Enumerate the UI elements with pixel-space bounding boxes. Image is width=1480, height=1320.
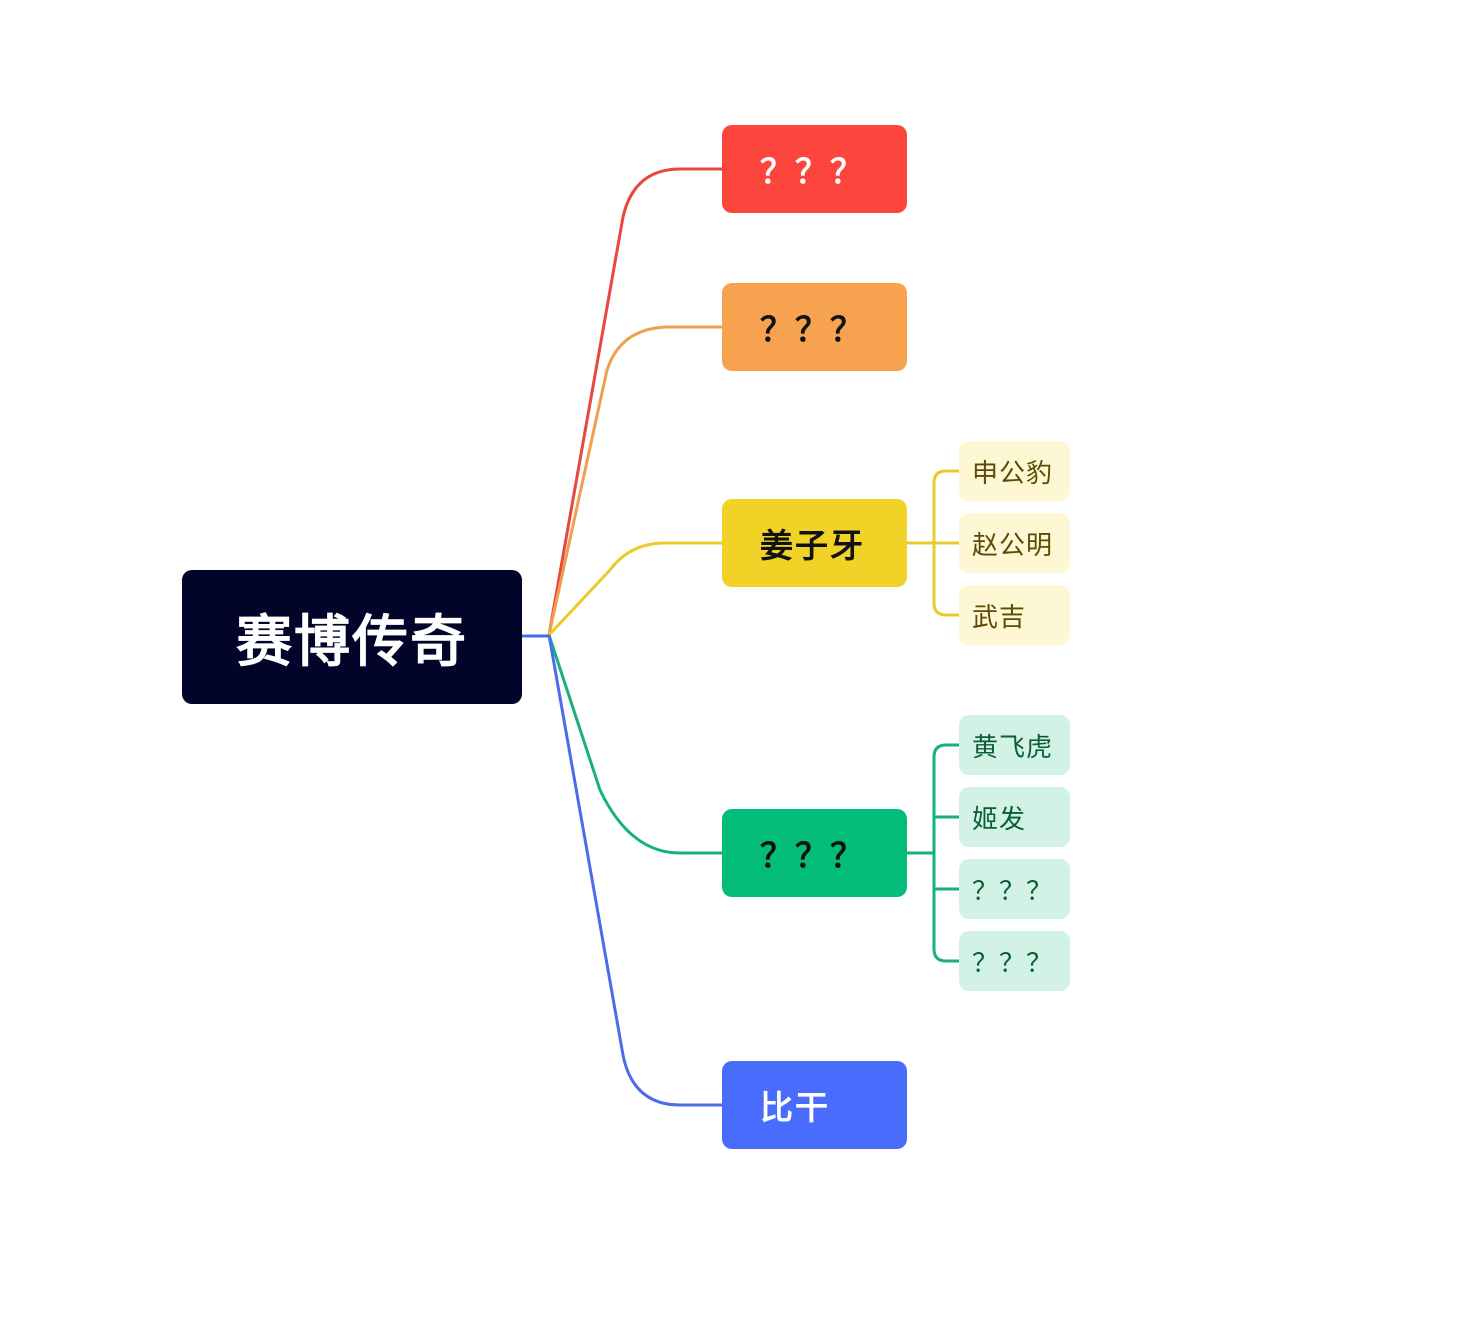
leaf-node-jifa[interactable]: 姬发 <box>959 787 1070 847</box>
branch-node-1[interactable]: ？？？ <box>722 125 907 213</box>
branch-node-2[interactable]: ？？？ <box>722 283 907 371</box>
connector-branch-3-children <box>907 469 959 617</box>
leaf-node-zhaogongming[interactable]: 赵公明 <box>959 513 1070 573</box>
connector-root-branch-2 <box>547 325 722 636</box>
leaf-node-wuji[interactable]: 武吉 <box>959 585 1070 645</box>
connector-branch-4-children <box>907 743 959 963</box>
leaf-node-shengongbao[interactable]: 申公豹 <box>959 441 1070 501</box>
branch-node-4[interactable]: ？？？ <box>722 809 907 897</box>
connector-root-branch-4 <box>547 634 722 855</box>
connector-root-branch-3 <box>547 541 722 637</box>
branch-node-jiangziya[interactable]: 姜子牙 <box>722 499 907 587</box>
leaf-node-unknown-2[interactable]: ？？？ <box>959 931 1070 991</box>
leaf-node-huangfeihu[interactable]: 黄飞虎 <box>959 715 1070 775</box>
root-node[interactable]: 赛博传奇 <box>182 570 522 704</box>
connector-root-branch-1 <box>547 167 722 636</box>
branch-node-bigan[interactable]: 比干 <box>722 1061 907 1149</box>
connector-root-branch-5 <box>547 634 722 1107</box>
leaf-node-unknown-1[interactable]: ？？？ <box>959 859 1070 919</box>
